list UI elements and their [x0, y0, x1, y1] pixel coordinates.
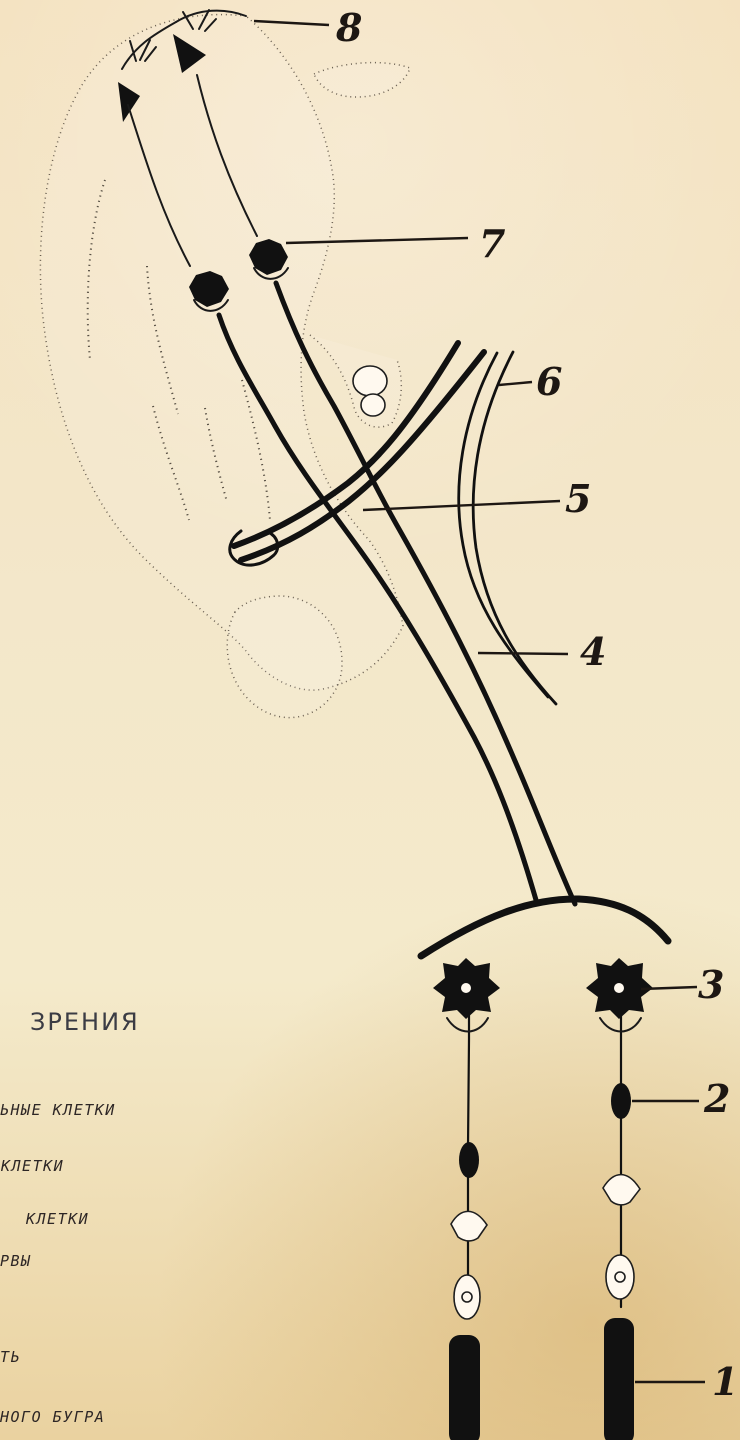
label-1: 1	[712, 1359, 738, 1404]
leader-5	[363, 501, 560, 510]
leader-4	[478, 653, 568, 654]
legend-item-2: КЛЕТКИ	[0, 1157, 64, 1175]
label-5: 5	[565, 476, 591, 521]
bipolar-cell-right	[611, 1083, 631, 1119]
ganglion-cell-left-center	[461, 983, 471, 993]
legend-item-3: КЛЕТКИ	[25, 1210, 89, 1228]
receptor-mid-left	[451, 1211, 487, 1241]
rod-left	[449, 1335, 480, 1440]
label-3: 3	[698, 962, 724, 1007]
receptor-mid-right	[603, 1175, 640, 1205]
legend-item-1: ЬНЫЕ КЛЕТКИ	[0, 1101, 116, 1119]
diagram-title: ЗРЕНИЯ	[30, 1008, 140, 1036]
right-lateral-thin-line-2	[473, 352, 556, 704]
receptor-oval-left-dot	[462, 1292, 472, 1302]
receptor-oval-right-dot	[615, 1272, 625, 1282]
bipolar-cell-left	[459, 1142, 479, 1178]
label-7: 7	[479, 221, 505, 266]
small-oval-upper	[353, 366, 387, 396]
small-upper-blob	[314, 63, 410, 97]
legend-item-4: РВЫ	[0, 1252, 32, 1270]
ganglion-cell-right-center	[614, 983, 624, 993]
right-lateral-thin-line	[459, 353, 548, 697]
leader-6	[499, 382, 532, 385]
label-4: 4	[580, 629, 606, 674]
rod-right	[604, 1318, 634, 1440]
leader-8	[254, 21, 329, 25]
left-lower-axon	[468, 967, 469, 1307]
ganglion-cap-left	[447, 1018, 488, 1032]
bottom-arc	[421, 899, 668, 956]
label-2: 2	[703, 1076, 730, 1121]
label-8: 8	[335, 5, 362, 50]
small-oval-lower	[361, 394, 385, 416]
label-6: 6	[536, 359, 562, 404]
legend-item-6: НОГО БУГРА	[0, 1408, 105, 1426]
legend-item-5: ТЬ	[0, 1348, 21, 1366]
